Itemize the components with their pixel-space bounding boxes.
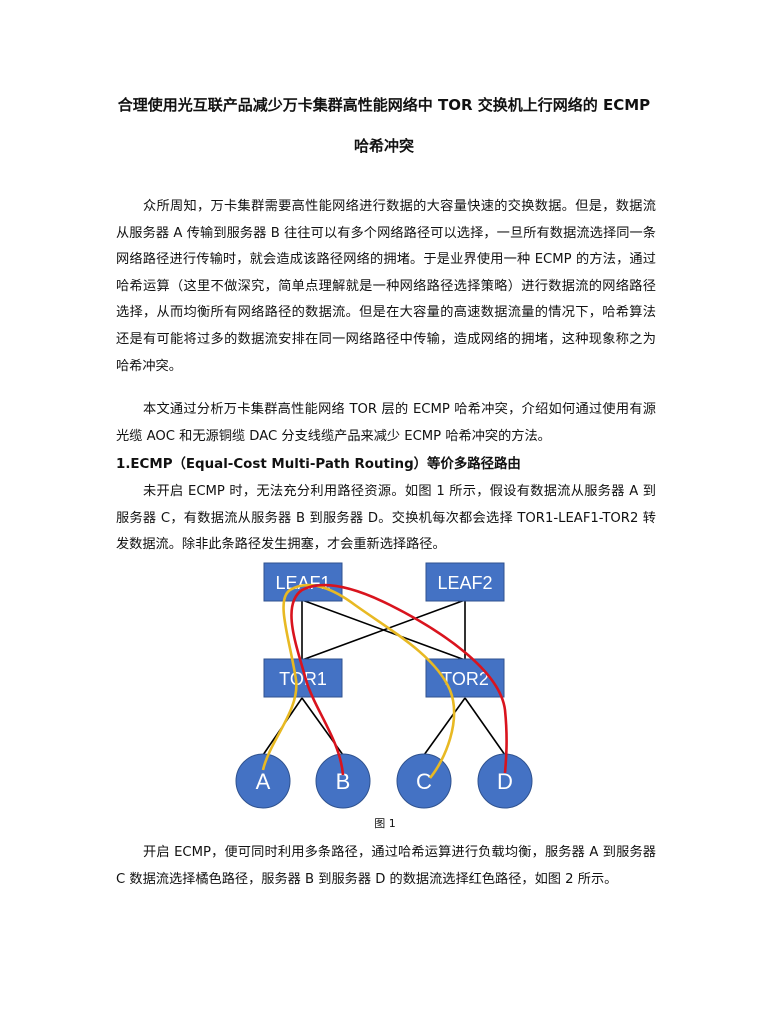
tor-switches: TOR1 TOR2 xyxy=(263,658,505,698)
server-c-label: C xyxy=(416,769,432,794)
server-a-node xyxy=(235,753,291,809)
flow-path-b-to-d xyxy=(290,583,508,776)
paragraph-with-ecmp: 开启 ECMP，便可同时利用多条路径，通过哈希运算进行负载均衡，服务器 A 到服… xyxy=(116,845,656,887)
server-d-label: D xyxy=(497,769,513,794)
tor2-label: TOR2 xyxy=(441,669,489,689)
network-topology-figure: LEAF1 LEAF2 TOR1 TOR2 A B C D xyxy=(235,562,533,809)
server-a-label: A xyxy=(256,769,271,794)
leaf2-node xyxy=(425,562,505,602)
paragraph-intro: 众所周知，万卡集群需要高性能网络进行数据的大容量快速的交换数据。但是，数据流从服… xyxy=(116,199,656,374)
document-title-line-1: 合理使用光互联产品减少万卡集群高性能网络中 TOR 交换机上行网络的 ECMP xyxy=(117,96,651,114)
link-tor2-d xyxy=(464,697,506,756)
document-title-line-2: 哈希冲突 xyxy=(353,137,414,155)
leaf1-node xyxy=(263,562,343,602)
server-b-label: B xyxy=(336,769,351,794)
section-heading-ecmp: 1.ECMP（Equal-Cost Multi-Path Routing）等价多… xyxy=(116,457,521,472)
tor1-label: TOR1 xyxy=(279,669,327,689)
servers: A B C D xyxy=(235,753,533,809)
leaf1-label: LEAF1 xyxy=(275,573,330,593)
flow-path-a-to-c xyxy=(261,583,456,779)
link-leaf2-tor1 xyxy=(301,599,466,661)
link-tor2-c xyxy=(423,697,466,756)
paragraph-purpose: 本文通过分析万卡集群高性能网络 TOR 层的 ECMP 哈希冲突，介绍如何通过使… xyxy=(116,402,656,444)
server-b-node xyxy=(315,753,371,809)
leaf-switches: LEAF1 LEAF2 xyxy=(263,562,505,602)
paragraph-without-ecmp: 未开启 ECMP 时，无法充分利用路径资源。如图 1 所示，假设有数据流从服务器… xyxy=(116,484,656,553)
figure-caption: 图 1 xyxy=(374,817,396,830)
leaf2-label: LEAF2 xyxy=(437,573,492,593)
